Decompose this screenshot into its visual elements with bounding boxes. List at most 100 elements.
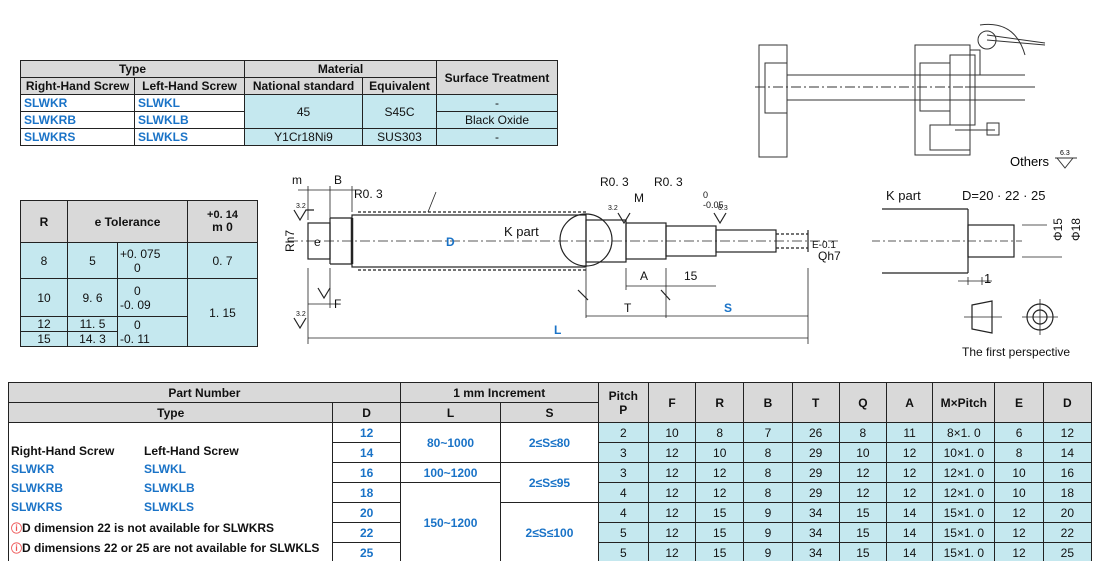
l-range: 80~1000 <box>399 422 502 463</box>
cell-p: 3 <box>597 442 649 463</box>
cell-d: 22 <box>1042 522 1093 543</box>
header-r: R <box>695 382 745 423</box>
cell-q: 15 <box>838 522 887 543</box>
k-one: 1 <box>984 271 991 286</box>
header-material: Material <box>243 60 438 78</box>
cell-r: 12 <box>695 482 745 503</box>
warning-icon: ⓘ <box>11 523 22 535</box>
tol-e: 11. 5 <box>67 316 118 332</box>
cell-b: 8 <box>743 462 793 483</box>
cell-b: 8 <box>743 482 793 503</box>
cell-mp: 10×1. 0 <box>932 442 996 463</box>
cell-e: 6 <box>994 422 1044 443</box>
cell-mp: 12×1. 0 <box>932 462 996 483</box>
header-e-tolerance: e Tolerance <box>67 200 188 243</box>
dim-15: 15 <box>684 269 698 283</box>
header-increment: 1 mm Increment <box>399 382 599 403</box>
k-part-detail: K part D=20 · 22 · 25 1 The first perspe… <box>872 188 1083 359</box>
phi18: Φ18 <box>1069 218 1083 241</box>
dim-m: m <box>292 173 302 187</box>
cell-q: 12 <box>838 482 887 503</box>
header-s: S <box>500 402 599 423</box>
cell-d: 12 <box>1042 422 1093 443</box>
roughness-label: 3.2 <box>296 203 306 210</box>
roughness-symbol-icon <box>1055 157 1077 169</box>
header-e: E <box>994 382 1044 423</box>
cell-q: 15 <box>838 502 887 523</box>
tol-value: 0-0. 11 <box>117 316 188 347</box>
header-surface: Surface Treatment <box>436 60 559 95</box>
others-roughness: 6.3 <box>1060 150 1070 157</box>
type-right: SLWKRS <box>20 128 135 146</box>
tol-minus: -0.05 <box>703 200 724 210</box>
cell-r: 8 <box>695 422 745 443</box>
cell-d: 20 <box>1042 502 1093 523</box>
cell-t: 34 <box>791 542 840 561</box>
d-values: D=20 · 22 · 25 <box>962 188 1045 203</box>
cell-b: 7 <box>743 422 793 443</box>
note-1: ⓘD dimension 22 is not available for SLW… <box>11 521 275 535</box>
cell-mp: 15×1. 0 <box>932 542 996 561</box>
assembly-drawing: Others 6.3 <box>755 23 1077 169</box>
cell-a: 14 <box>885 522 934 543</box>
l-range: 100~1200 <box>399 462 502 483</box>
header-national-standard: National standard <box>244 77 363 95</box>
cell-p: 3 <box>597 462 649 483</box>
surface-treatment: - <box>436 128 559 146</box>
note-2: ⓘD dimensions 22 or 25 are not available… <box>11 541 320 555</box>
type-left: SLWKL <box>144 462 186 476</box>
dim-r03: R0. 3 <box>354 187 383 201</box>
cell-t: 29 <box>791 462 840 483</box>
cell-d: 25 <box>1042 542 1093 561</box>
dim-s: S <box>724 301 732 315</box>
warning-icon: ⓘ <box>11 543 22 555</box>
tol-e: 5 <box>67 242 118 279</box>
tol-value: 0-0. 09 <box>117 278 188 317</box>
header-q: Q <box>838 382 887 423</box>
surface-treatment: Black Oxide <box>436 111 559 129</box>
k-part-label: K part <box>504 224 539 239</box>
cell-b: 9 <box>743 502 793 523</box>
d-value: 25 <box>332 542 401 561</box>
cell-d: 16 <box>1042 462 1093 483</box>
cell-f: 12 <box>647 502 697 523</box>
cell-mp: 12×1. 0 <box>932 482 996 503</box>
dim-e: e <box>314 235 321 249</box>
header-a: A <box>885 382 934 423</box>
dim-r03: R0. 3 <box>654 175 683 189</box>
cell-r: 15 <box>695 522 745 543</box>
material-equivalent: SUS303 <box>361 128 438 146</box>
tol-e: 14. 3 <box>67 331 118 347</box>
header-type: Type <box>20 60 245 78</box>
type-right: SLWKRS <box>11 500 63 514</box>
header-d2: D <box>1042 382 1093 423</box>
cell-t: 29 <box>791 442 840 463</box>
tol-r: 8 <box>20 242 68 279</box>
cell-e: 12 <box>994 522 1044 543</box>
first-perspective: The first perspective <box>962 345 1070 359</box>
cell-t: 26 <box>791 422 840 443</box>
dim-t: T <box>624 301 632 315</box>
header-m-pitch: M×Pitch <box>932 382 996 423</box>
cell-p: 2 <box>597 422 649 443</box>
material-national: Y1Cr18Ni9 <box>244 128 363 146</box>
cell-f: 12 <box>647 442 697 463</box>
d-value: 18 <box>332 482 401 503</box>
cell-p: 5 <box>597 522 649 543</box>
roughness-label: 6.3 <box>718 205 728 212</box>
tol-r: 15 <box>20 331 68 347</box>
cell-r: 10 <box>695 442 745 463</box>
cell-b: 8 <box>743 442 793 463</box>
dim-qh7: Qh7 <box>818 249 841 263</box>
cell-t: 34 <box>791 502 840 523</box>
cell-b: 9 <box>743 522 793 543</box>
cell-t: 34 <box>791 522 840 543</box>
type-right: SLWKRB <box>20 111 135 129</box>
type-left: SLWKLB <box>134 111 245 129</box>
type-right: SLWKR <box>20 94 135 112</box>
cell-r: 15 <box>695 502 745 523</box>
s-range: 2≤S≤95 <box>500 462 599 503</box>
cell-q: 10 <box>838 442 887 463</box>
tol-e: 9. 6 <box>67 278 118 317</box>
